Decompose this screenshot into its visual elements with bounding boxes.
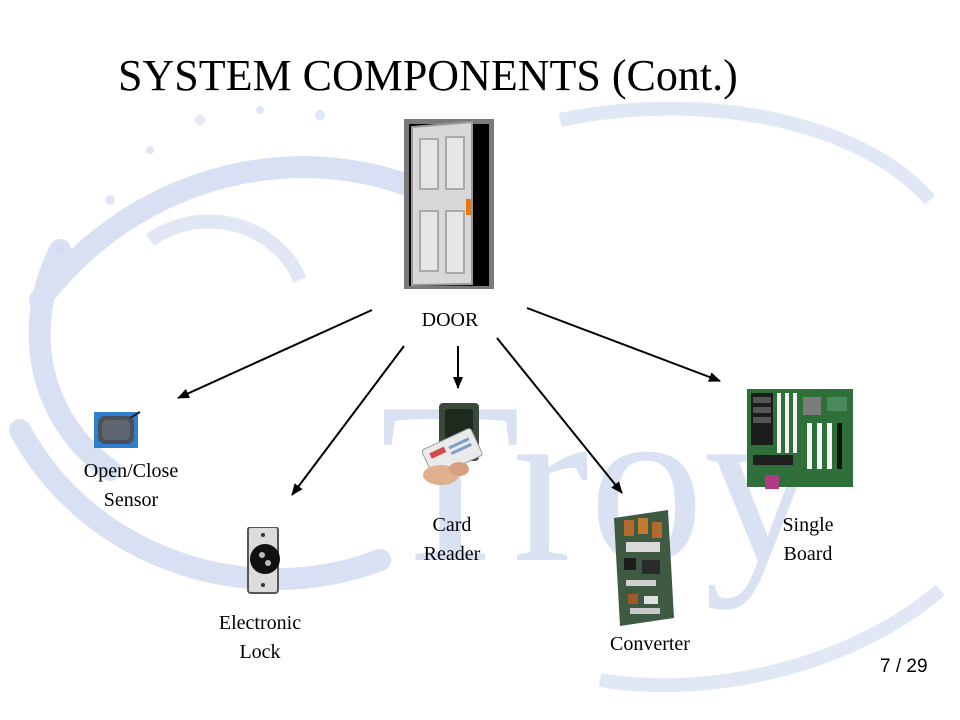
lock-icon xyxy=(247,527,280,594)
converter-label: Converter xyxy=(610,633,690,655)
card-reader-label: Card Reader xyxy=(423,514,481,565)
door-icon xyxy=(404,119,494,289)
motherboard-icon xyxy=(747,389,853,489)
arrow-to-single-board xyxy=(526,307,721,382)
circuit-board-icon xyxy=(614,510,674,626)
arrow-to-sensor xyxy=(177,309,373,399)
sensor-icon xyxy=(94,411,141,448)
sensor-label: Open/Close Sensor xyxy=(83,460,179,511)
card-reader-icon xyxy=(421,403,483,485)
arrow-to-converter xyxy=(496,337,623,494)
arrow-to-lock xyxy=(291,345,405,496)
svg-text:Troy: Troy xyxy=(380,355,819,610)
lock-label: Electronic Lock xyxy=(218,612,302,663)
page-number: 7 / 29 xyxy=(880,656,928,677)
single-board-label: Single Board xyxy=(782,514,834,565)
slide-title: SYSTEM COMPONENTS (Cont.) xyxy=(118,51,738,100)
door-label: DOOR xyxy=(421,309,479,331)
